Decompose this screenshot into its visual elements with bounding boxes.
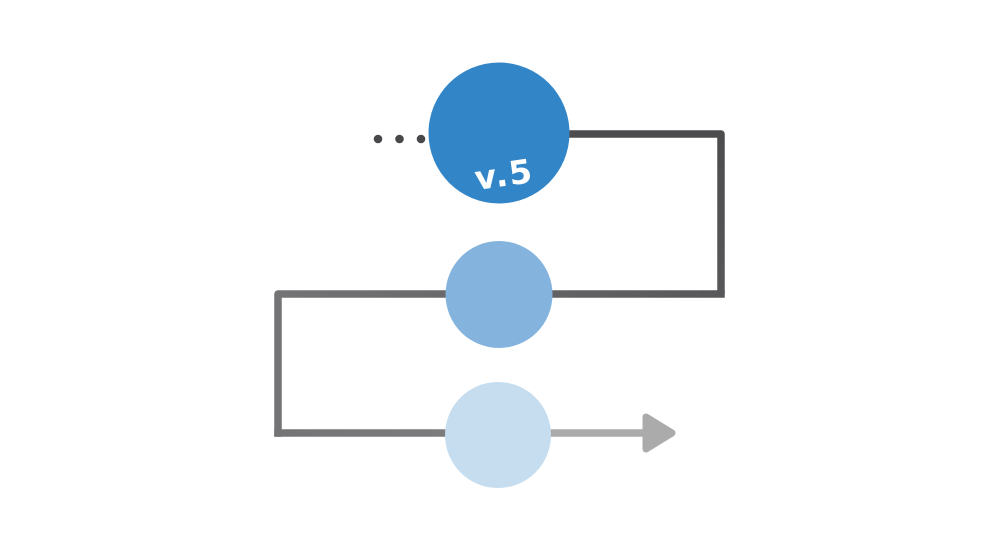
ellipsis-dot (416, 134, 426, 144)
flow-segment-middle (274, 290, 725, 437)
ellipsis-dot (373, 134, 383, 144)
ellipsis-icon (373, 134, 426, 144)
node-version-5-label: v.5 (472, 151, 536, 198)
node-version-5 (428, 62, 570, 204)
node-version-latest (445, 382, 551, 488)
flow-segment-top (569, 130, 725, 294)
node-version-intermediate (445, 241, 553, 348)
flow-arrow-icon (642, 413, 676, 453)
ellipsis-dot (395, 134, 404, 144)
